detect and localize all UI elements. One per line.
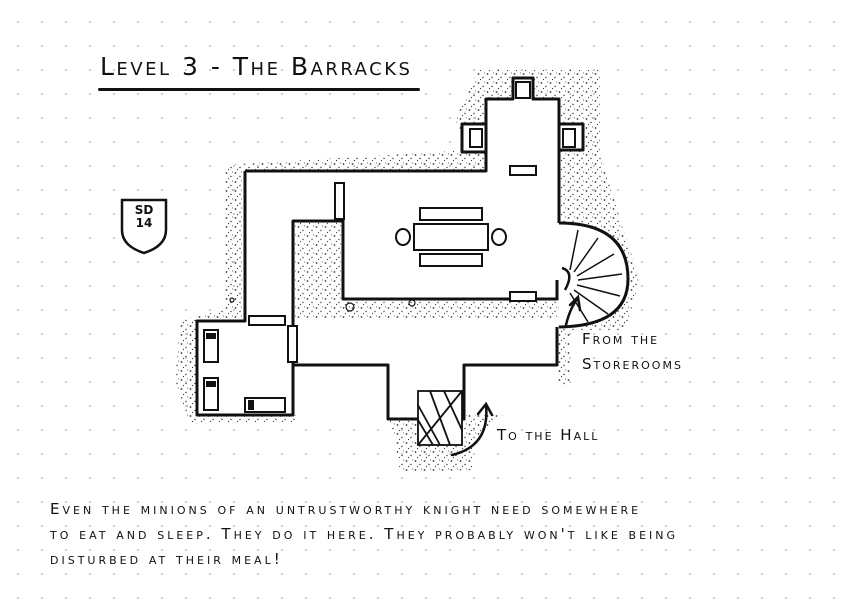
bed — [244, 397, 286, 413]
bench — [419, 207, 483, 221]
description-line: to eat and sleep. They do it here. They … — [50, 525, 679, 543]
stair-down — [417, 390, 463, 446]
door — [562, 128, 576, 148]
table — [413, 223, 489, 251]
label-from-storerooms: From the Storerooms — [582, 327, 683, 377]
door — [469, 128, 483, 148]
floor-details — [229, 297, 416, 312]
description-text: Even the minions of an untrustworthy kni… — [50, 497, 840, 572]
stool — [491, 228, 507, 246]
stool — [395, 228, 411, 246]
door — [509, 291, 537, 302]
badge-line-1: SD — [134, 203, 154, 217]
badge-line-2: 14 — [135, 216, 153, 230]
map-title: Level 3 - The Barracks — [100, 52, 413, 81]
door — [334, 182, 345, 220]
description-line: disturbed at their meal! — [50, 550, 283, 568]
doors — [248, 81, 576, 363]
arrow-head — [476, 401, 494, 417]
description-line: Even the minions of an untrustworthy kni… — [50, 500, 642, 518]
walls — [195, 76, 630, 421]
label-to-hall: To the Hall — [497, 426, 600, 444]
door — [248, 315, 286, 326]
label-line: Storerooms — [582, 355, 683, 373]
label-line: From the — [582, 330, 660, 348]
shield-icon — [120, 198, 168, 255]
bench — [419, 253, 483, 267]
arrow-head — [568, 294, 582, 312]
title-underline — [98, 88, 420, 91]
door — [509, 165, 537, 176]
arrows — [450, 294, 582, 457]
badge-text: SD 14 — [118, 204, 170, 230]
dining-table — [395, 207, 507, 267]
shield-badge: SD 14 — [118, 196, 170, 256]
door — [515, 81, 531, 99]
arrow-hall — [450, 403, 488, 457]
inner-rock — [293, 221, 559, 319]
bed-pillows — [206, 333, 254, 410]
door — [287, 325, 298, 363]
